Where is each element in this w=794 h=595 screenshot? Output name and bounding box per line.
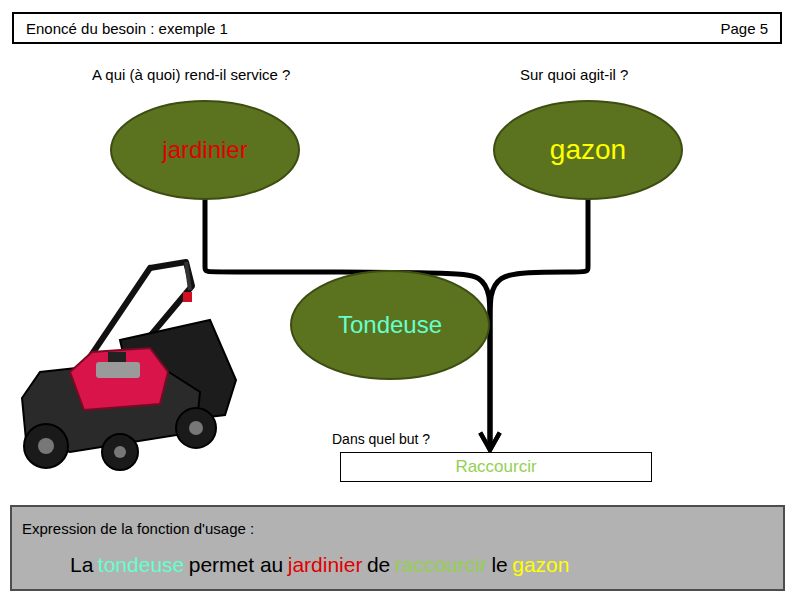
text-row: jardinier — [162, 136, 247, 164]
goal-box: Raccourcir — [340, 452, 652, 482]
page-number: Page 5 — [720, 20, 768, 37]
ellipse-fill — [494, 101, 682, 199]
mower-hub — [38, 438, 54, 454]
text-row: Latondeusepermet aujardinierderaccourcir… — [70, 553, 773, 577]
text-row: Raccourcir — [351, 457, 641, 477]
text-row: Enoncé du besoin : exemple 1 Page 5 — [26, 20, 768, 37]
mower-lever — [183, 292, 192, 302]
mower-wheel — [24, 424, 68, 468]
question-label: Dans quel but ? — [332, 431, 430, 447]
mower-hub — [114, 446, 126, 458]
header-bar: Enoncé du besoin : exemple 1 Page 5 — [12, 12, 782, 44]
text-row: Expression de la fonction d'usage : — [22, 520, 773, 537]
mower-engine-top — [108, 352, 126, 362]
sentence-word: permet au — [189, 553, 284, 577]
sentence-word: de — [367, 553, 390, 577]
sentence-word: le — [491, 553, 507, 577]
flow-connector — [490, 199, 588, 450]
object-name: gazon — [550, 134, 626, 166]
mower-hub — [189, 421, 203, 435]
ellipse-fill — [291, 271, 489, 379]
sentence-object: gazon — [512, 553, 569, 577]
goal-verb: Raccourcir — [455, 457, 536, 477]
actor-name: jardinier — [162, 136, 247, 164]
sentence-verb: raccourcir — [395, 553, 487, 577]
panel-heading: Expression de la fonction d'usage : — [22, 520, 254, 537]
sentence-actor: jardinier — [288, 553, 363, 577]
sentence-word: La — [70, 553, 93, 577]
sentence-product: tondeuse — [98, 553, 184, 577]
ellipse-fill — [111, 101, 299, 199]
usage-panel: Expression de la fonction d'usage : Laton… — [10, 505, 785, 591]
text-row: Tondeuse — [338, 311, 442, 339]
mower-wheel — [176, 408, 216, 448]
mower-engine-cap — [96, 362, 140, 378]
question-label: Sur quoi agit-il ? — [520, 66, 628, 83]
actor-ellipse: jardinier — [110, 100, 300, 200]
product-ellipse: Tondeuse — [290, 270, 490, 380]
page-title: Enoncé du besoin : exemple 1 — [26, 20, 228, 37]
mower-wheel — [102, 434, 138, 470]
object-ellipse: gazon — [493, 100, 683, 200]
question-label: A qui (à quoi) rend-il service ? — [92, 66, 290, 83]
lawnmower — [22, 262, 236, 470]
text-row: gazon — [550, 134, 626, 166]
product-name: Tondeuse — [338, 311, 442, 339]
flow-connector — [205, 199, 490, 450]
mower-handle-grip — [186, 262, 190, 290]
mower-engine — [70, 348, 168, 410]
